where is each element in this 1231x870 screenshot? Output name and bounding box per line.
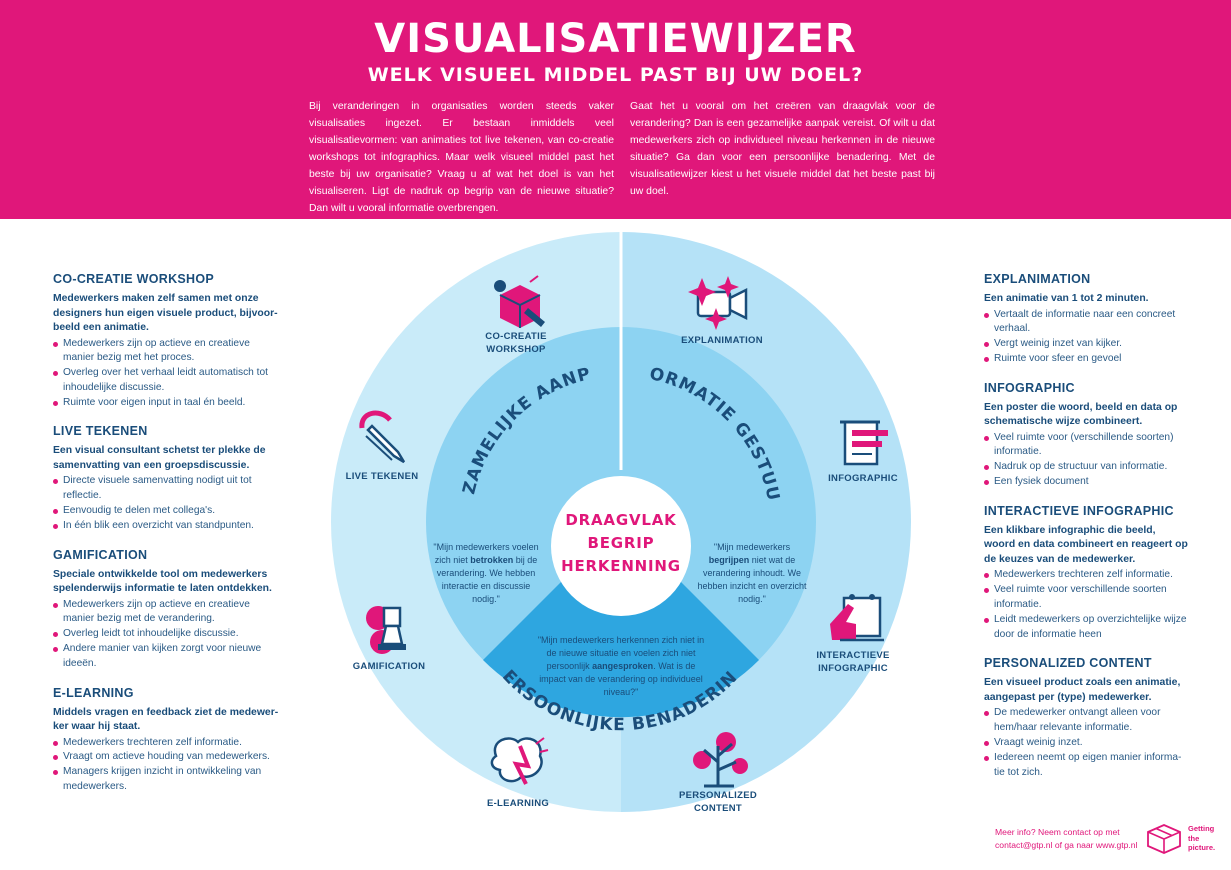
bullet-item: Directe visuele samenvatting nodigt uit … xyxy=(53,474,283,504)
section-title: CO-CREATIE WORKSHOP xyxy=(53,272,215,286)
bullet-list: Medewerkers trechteren zelf informatie. … xyxy=(53,736,283,795)
bullet-item: Eenvoudig te delen met collega's. xyxy=(53,504,283,519)
brand-word: the xyxy=(1188,833,1200,843)
section-title: LIVE TEKENEN xyxy=(53,424,148,439)
section-elearning: E-LEARNING Middels vragen en feedback zi… xyxy=(53,686,283,795)
section-desc: Een animatie van 1 tot 2 minuten. xyxy=(984,293,1149,304)
game-piece-icon xyxy=(366,606,406,654)
section-title: PERSONALIZED CONTENT xyxy=(984,656,1152,671)
bullet-item: Vertaalt de informatie naar een concreet… xyxy=(984,308,1189,338)
node-label-gamification: GAMIFICATION xyxy=(352,661,426,672)
section-desc: Een visual consultant schetst ter plekke… xyxy=(53,445,266,471)
right-column: EXPLANIMATION Een animatie van 1 tot 2 m… xyxy=(984,272,1189,794)
section-cocreatie: CO-CREATIE WORKSHOP Medewerkers maken ze… xyxy=(53,272,283,410)
outer-ring-right xyxy=(621,232,911,812)
node-label-elearning: E-LEARNING xyxy=(486,798,550,809)
bullet-item: Veel ruimte voor (verschillende soorten)… xyxy=(984,431,1189,461)
page-subtitle: WELK VISUEEL MIDDEL PAST BIJ UW DOEL? xyxy=(367,64,864,86)
bullet-item: Iedereen neemt op eigen manier informa-t… xyxy=(984,751,1189,781)
bullet-item: Medewerkers zijn op actieve en creatieve… xyxy=(53,598,283,628)
bullet-item: Vraagt om actieve houding van medewerker… xyxy=(53,750,283,765)
page-title: VISUALISATIEWIJZER xyxy=(374,16,857,62)
bullet-item: Medewerkers trechteren zelf informatie. xyxy=(53,736,283,751)
bullet-list: De medewerker ontvangt alleen voor hem/h… xyxy=(984,706,1189,780)
footer-contact: Meer info? Neem contact op met contact@g… xyxy=(995,826,1138,852)
section-gamification: GAMIFICATION Speciale ontwikkelde tool o… xyxy=(53,548,283,672)
bullet-item: Medewerkers zijn op actieve en creatieve… xyxy=(53,337,283,367)
bullet-item: Overleg over het verhaal leidt automatis… xyxy=(53,366,283,396)
bullet-item: De medewerker ontvangt alleen voor hem/h… xyxy=(984,706,1189,736)
section-title: INFOGRAPHIC xyxy=(984,380,1075,395)
bullet-list: Vertaalt de informatie naar een concreet… xyxy=(984,308,1189,367)
brand-logo-icon xyxy=(1147,824,1181,854)
bullet-list: Directe visuele samenvatting nodigt uit … xyxy=(53,474,283,533)
node-label-live-tekenen: LIVE TEKENEN xyxy=(345,471,419,482)
bullet-item: Ruimte voor sfeer en gevoel xyxy=(984,352,1189,367)
center-word-begrip: BEGRIP xyxy=(587,534,655,552)
center-circle xyxy=(551,476,691,616)
section-personalized-content: PERSONALIZED CONTENT Een visueel product… xyxy=(984,656,1189,780)
quote-bottom: "Mijn medewerkers herkennen zich niet in… xyxy=(537,635,705,697)
node-label-cocreatie: CO-CREATIE WORKSHOP xyxy=(485,331,547,355)
brand-name: Getting the picture. xyxy=(1188,824,1215,853)
inner-disc xyxy=(426,327,816,717)
section-desc: Medewerkers maken zelf samen met onze de… xyxy=(53,293,278,333)
brand-word: picture. xyxy=(1188,843,1216,852)
bullet-item: Andere manier van kijken zorgt voor nieu… xyxy=(53,642,283,672)
bullet-list: Medewerkers zijn op actieve en creatieve… xyxy=(53,598,283,672)
hand-pointer-icon xyxy=(830,594,884,642)
brain-icon xyxy=(490,737,549,785)
bullet-list: Veel ruimte voor (verschillende soorten)… xyxy=(984,431,1189,490)
segment-bottom xyxy=(483,522,759,718)
bullet-item: Ruimte voor eigen input in taal én beeld… xyxy=(53,396,283,411)
tree-icon xyxy=(693,732,748,788)
node-label-explanimation: EXPLANIMATION xyxy=(681,335,763,346)
video-camera-icon xyxy=(688,276,748,330)
section-title: EXPLANIMATION xyxy=(984,272,1091,286)
section-title: INTERACTIEVE INFOGRAPHIC xyxy=(984,503,1174,518)
center-label: DRAAGVLAK BEGRIP HERKENNING xyxy=(561,509,681,578)
section-desc: Middels vragen en feedback ziet de medew… xyxy=(53,706,279,733)
section-infographic: INFOGRAPHIC Een poster die woord, beeld … xyxy=(984,381,1189,490)
brand-word: Getting xyxy=(1188,824,1215,833)
bullet-list: Medewerkers trechteren zelf informatie. … xyxy=(984,568,1189,642)
bullet-item: Leidt medewerkers op overzichtelijke wij… xyxy=(984,613,1189,643)
bullet-item: Managers krijgen inzicht in ontwikkeling… xyxy=(53,765,283,795)
section-interactieve-infographic: INTERACTIEVE INFOGRAPHIC Een klikbare in… xyxy=(984,504,1189,642)
bullet-item: Overleg leidt tot inhoudelijke discussie… xyxy=(53,627,283,642)
section-desc: Speciale ontwikkelde tool om medewerkers… xyxy=(53,568,272,595)
bullet-item: Veel ruimte voor verschillende soorten i… xyxy=(984,583,1189,613)
quote-right: "Mijn medewerkers begrijpen niet wat de … xyxy=(697,542,807,604)
pencil-icon xyxy=(359,410,406,464)
intro-text-right: Gaat het u vooral om het creëren van dra… xyxy=(630,101,935,197)
intro-text-left: Bij veranderingen in organisaties worden… xyxy=(309,101,614,214)
center-word-draagvlak: DRAAGVLAK xyxy=(565,511,677,529)
document-icon xyxy=(840,420,888,466)
section-desc: Een klikbare infographic die beeld, woor… xyxy=(984,524,1188,565)
left-column: CO-CREATIE WORKSHOP Medewerkers maken ze… xyxy=(53,272,283,809)
outer-ring-left xyxy=(331,232,621,812)
header-banner: VISUALISATIEWIJZER WELK VISUEEL MIDDEL P… xyxy=(0,0,1231,219)
center-word-herkenning: HERKENNING xyxy=(561,557,681,575)
bullet-item: Nadruk op de structuur van informatie. xyxy=(984,460,1189,475)
quote-left: "Mijn medewerkers voelen zich niet betro… xyxy=(433,542,539,604)
section-desc: Een visueel product zoals een animatie, … xyxy=(984,677,1181,703)
bullet-item: In één blik een overzicht van standpunte… xyxy=(53,519,283,534)
bullet-item: Een fysiek document xyxy=(984,475,1189,490)
node-label-infographic: INFOGRAPHIC xyxy=(828,473,898,484)
cube-icon xyxy=(494,275,545,328)
bullet-item: Medewerkers trechteren zelf informatie. xyxy=(984,568,1189,583)
contact-line-1: Meer info? Neem contact op met xyxy=(995,827,1120,837)
section-explanimation: EXPLANIMATION Een animatie van 1 tot 2 m… xyxy=(984,272,1189,367)
contact-line-2[interactable]: contact@gtp.nl of ga naar www.gtp.nl xyxy=(995,840,1138,850)
section-title: GAMIFICATION xyxy=(53,547,148,562)
node-label-interactieve: INTERACTIEVE INFOGRAPHIC xyxy=(816,650,890,674)
bullet-item: Vergt weinig inzet van kijker. xyxy=(984,337,1189,352)
section-live-tekenen: LIVE TEKENEN Een visual consultant schet… xyxy=(53,424,283,533)
node-label-personalized: PERSONALIZED CONTENT xyxy=(678,790,758,814)
bullet-item: Vraagt weinig inzet. xyxy=(984,736,1189,751)
section-title: E-LEARNING xyxy=(53,685,134,700)
section-desc: Een poster die woord, beeld en data op s… xyxy=(984,401,1178,428)
bullet-list: Medewerkers zijn op actieve en creatieve… xyxy=(53,337,283,411)
